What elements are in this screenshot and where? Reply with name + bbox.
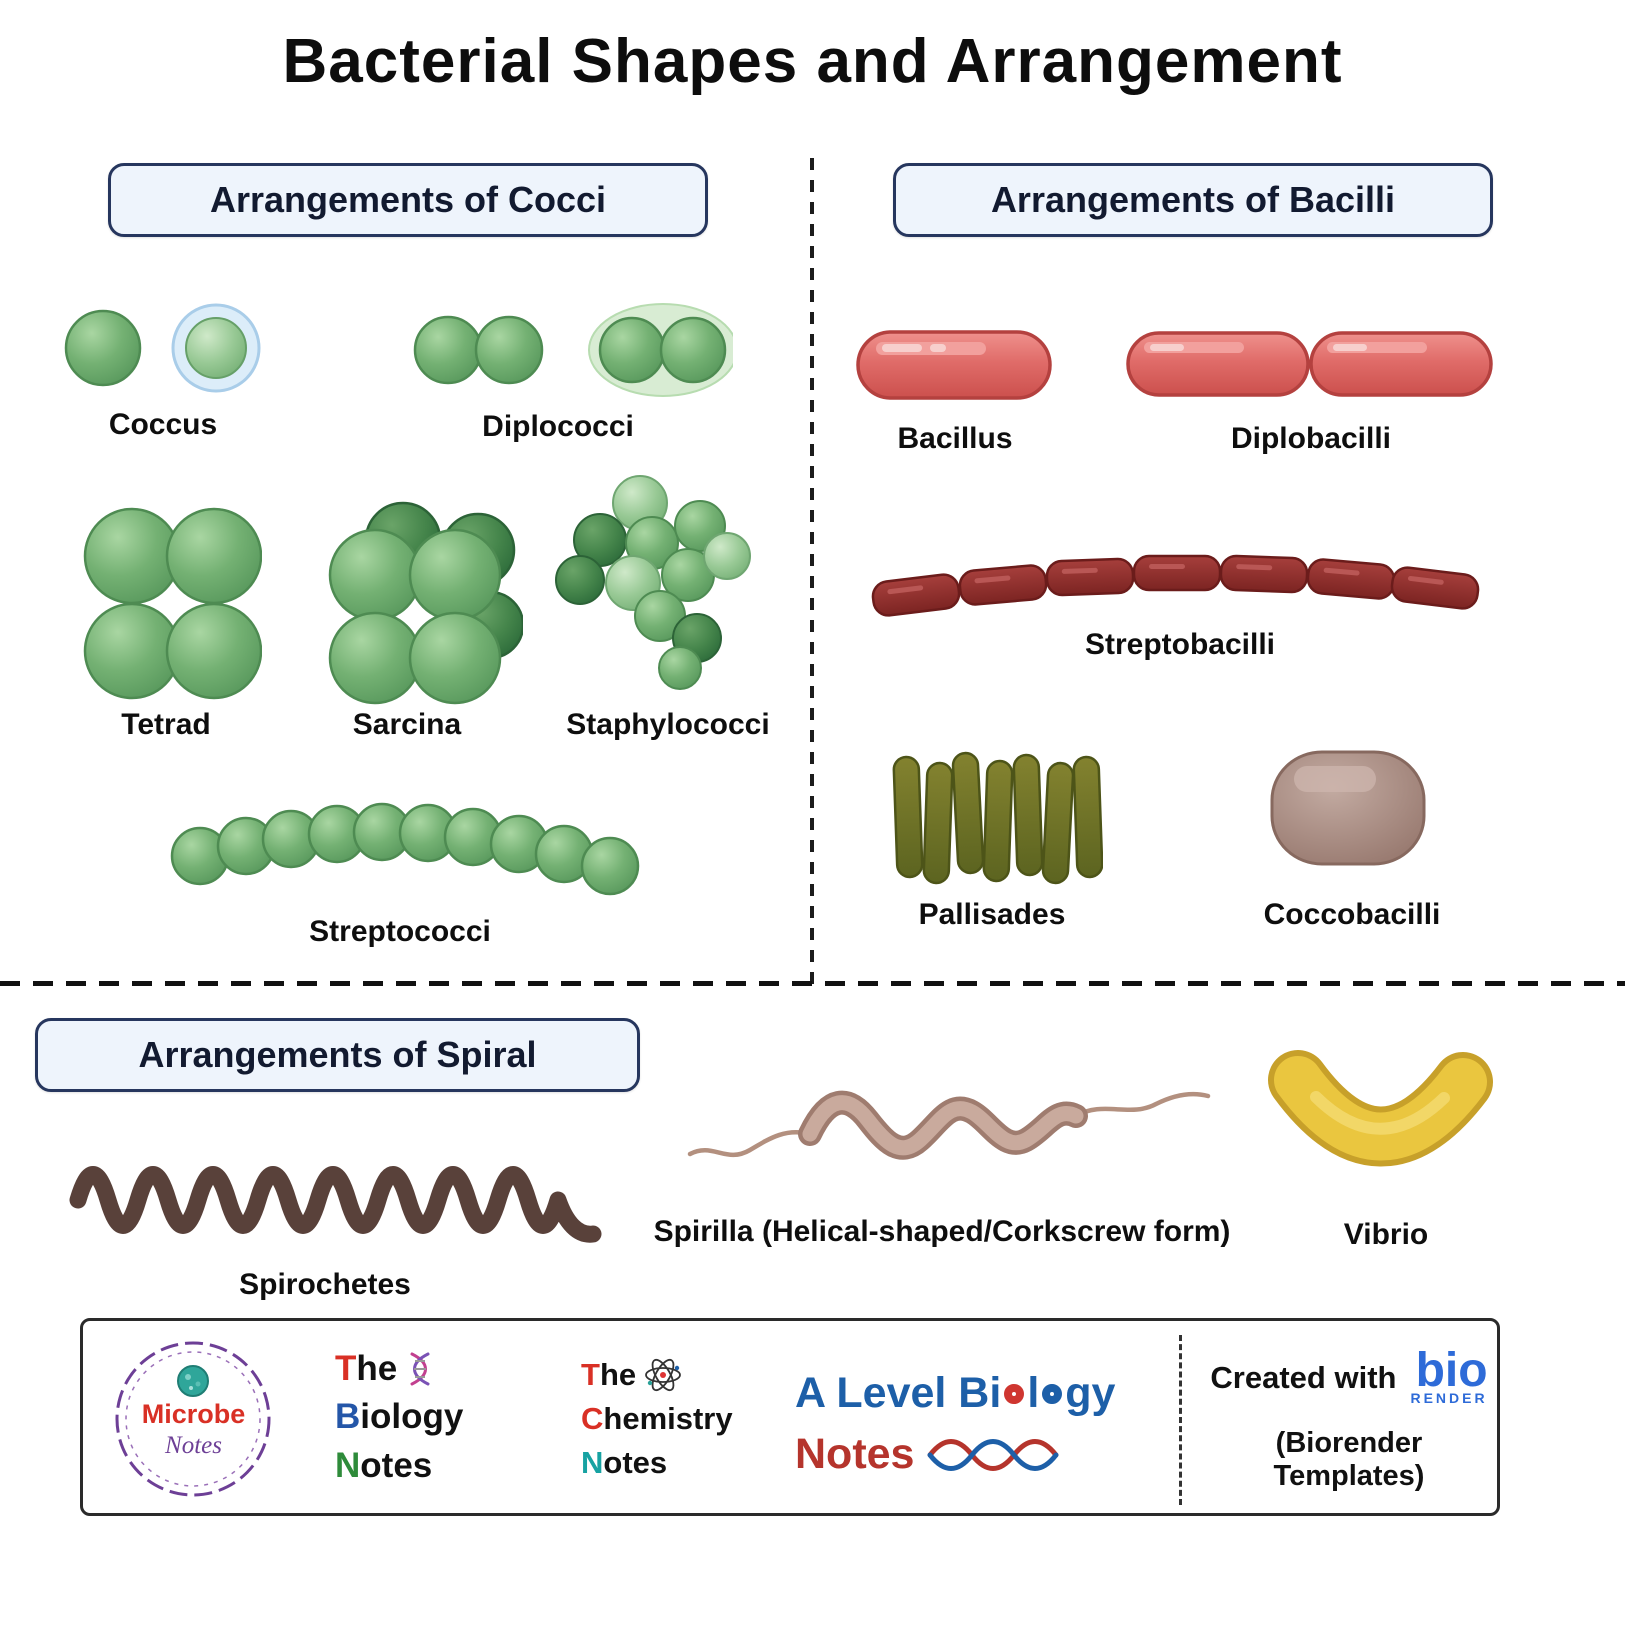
tetrad-illustration [83,507,262,700]
diplobacilli-illustration [1126,331,1493,397]
plasmid-ring-icon: o [1004,1383,1025,1404]
streptococci-illustration [170,802,640,896]
biology-the-rest: he [356,1349,398,1388]
staphylococci-label: Staphylococci [566,708,770,741]
page-title: Bacterial Shapes and Arrangement [282,27,1343,96]
dna-icon [410,1352,430,1386]
vertical-divider [810,158,814,985]
biology-notes-rest: otes [360,1445,433,1485]
coccobacilli-illustration [1270,750,1426,866]
diplobacilli-label: Diplobacilli [1230,422,1392,455]
biorender-logo-bio: bio [1415,1344,1488,1397]
biorender-logo: bio RENDER [1410,1344,1488,1407]
section-header-bacilli: Arrangements of Bacilli [893,163,1493,237]
footer-divider [1179,1335,1182,1505]
tetrad-label: Tetrad [121,708,211,741]
chemistry-notes-initial: N [581,1445,604,1481]
streptobacilli-label: Streptobacilli [1084,628,1276,661]
the-biology-notes-logo: The Biology Notes [335,1345,463,1490]
chemistry-notes-rest: otes [603,1445,668,1481]
biology-biology-initial: B [335,1397,361,1437]
microbe-notes-line1: Microbe [141,1399,246,1429]
a-level-biology-notes-logo: A Level Biology Notes [795,1369,1115,1479]
staphylococci-illustration [555,475,751,690]
a-level-text2: l [1027,1369,1040,1417]
vibrio-label: Vibrio [1343,1218,1429,1251]
chemistry-line-the: The [581,1353,733,1397]
biology-biology-rest: iology [360,1397,464,1437]
double-helix-icon [927,1438,1059,1471]
a-level-notes: Notes [795,1430,915,1478]
microbe-notes-line2: Notes [165,1432,222,1459]
chemistry-the-initial: T [581,1357,600,1392]
chemistry-the-rest: he [599,1357,637,1392]
a-level-line1: A Level Biology [795,1369,1115,1418]
plasmid-ring-icon: o [1042,1383,1063,1404]
a-level-text1: A Level Bi [795,1369,1002,1417]
the-chemistry-notes-logo: The Chemistry Notes [581,1353,733,1485]
section-header-spiral: Arrangements of Spiral [35,1018,640,1092]
atom-icon [645,1358,682,1392]
coccus-illustration [64,303,261,393]
created-with-label: Created with [1210,1359,1397,1395]
diplococci-illustration [413,303,733,397]
spirochetes-label: Spirochetes [239,1268,411,1301]
globe-icon [177,1365,209,1397]
microbe-notes-text: Microbe Notes [111,1399,276,1460]
sarcina-illustration [328,501,523,705]
a-level-text3: gy [1065,1369,1116,1417]
bacillus-label: Bacillus [897,422,1013,455]
a-level-line2: Notes [795,1430,1115,1479]
microbe-notes-badge [115,1341,271,1497]
coccobacilli-label: Coccobacilli [1263,898,1441,931]
streptobacilli-illustration [871,554,1480,617]
coccus-label: Coccus [108,408,218,441]
biology-line-the: The [335,1345,463,1393]
chemistry-chemistry-initial: C [581,1401,604,1437]
vibrio-illustration [1268,1050,1493,1167]
spirochetes-illustration [69,1166,602,1243]
streptococci-label: Streptococci [309,915,491,948]
horizontal-divider [0,981,1625,986]
chemistry-line-chemistry: Chemistry [581,1397,733,1441]
pallisades-illustration [892,751,1103,885]
chemistry-chemistry-rest: hemistry [603,1401,733,1437]
biorender-templates-label: (Biorender Templates) [1273,1426,1425,1492]
spirilla-label: Spirilla (Helical-shaped/Corkscrew form) [653,1215,1231,1248]
spirilla-illustration [687,1090,1211,1160]
biology-notes-initial: N [335,1445,361,1485]
chemistry-line-notes: Notes [581,1441,733,1485]
sarcina-label: Sarcina [352,708,462,741]
biorender-logo-render: RENDER [1410,1390,1488,1407]
biology-line-notes: Notes [335,1442,463,1490]
footer-credits-box: Microbe Notes The Biology Notes The [80,1318,1500,1516]
bacillus-illustration [856,330,1052,400]
biology-line-biology: Biology [335,1393,463,1441]
microbe-notes-logo: Microbe Notes [111,1337,276,1502]
pallisades-label: Pallisades [918,898,1066,931]
section-header-cocci: Arrangements of Cocci [108,163,708,237]
created-with-biorender: Created with bio RENDER (Biorender Templ… [1201,1344,1497,1493]
biology-the-initial: T [335,1349,357,1388]
created-with-row: Created with bio RENDER [1201,1344,1497,1407]
streptobacilli-rods [871,554,1480,617]
diplococci-label: Diplococci [482,410,634,443]
